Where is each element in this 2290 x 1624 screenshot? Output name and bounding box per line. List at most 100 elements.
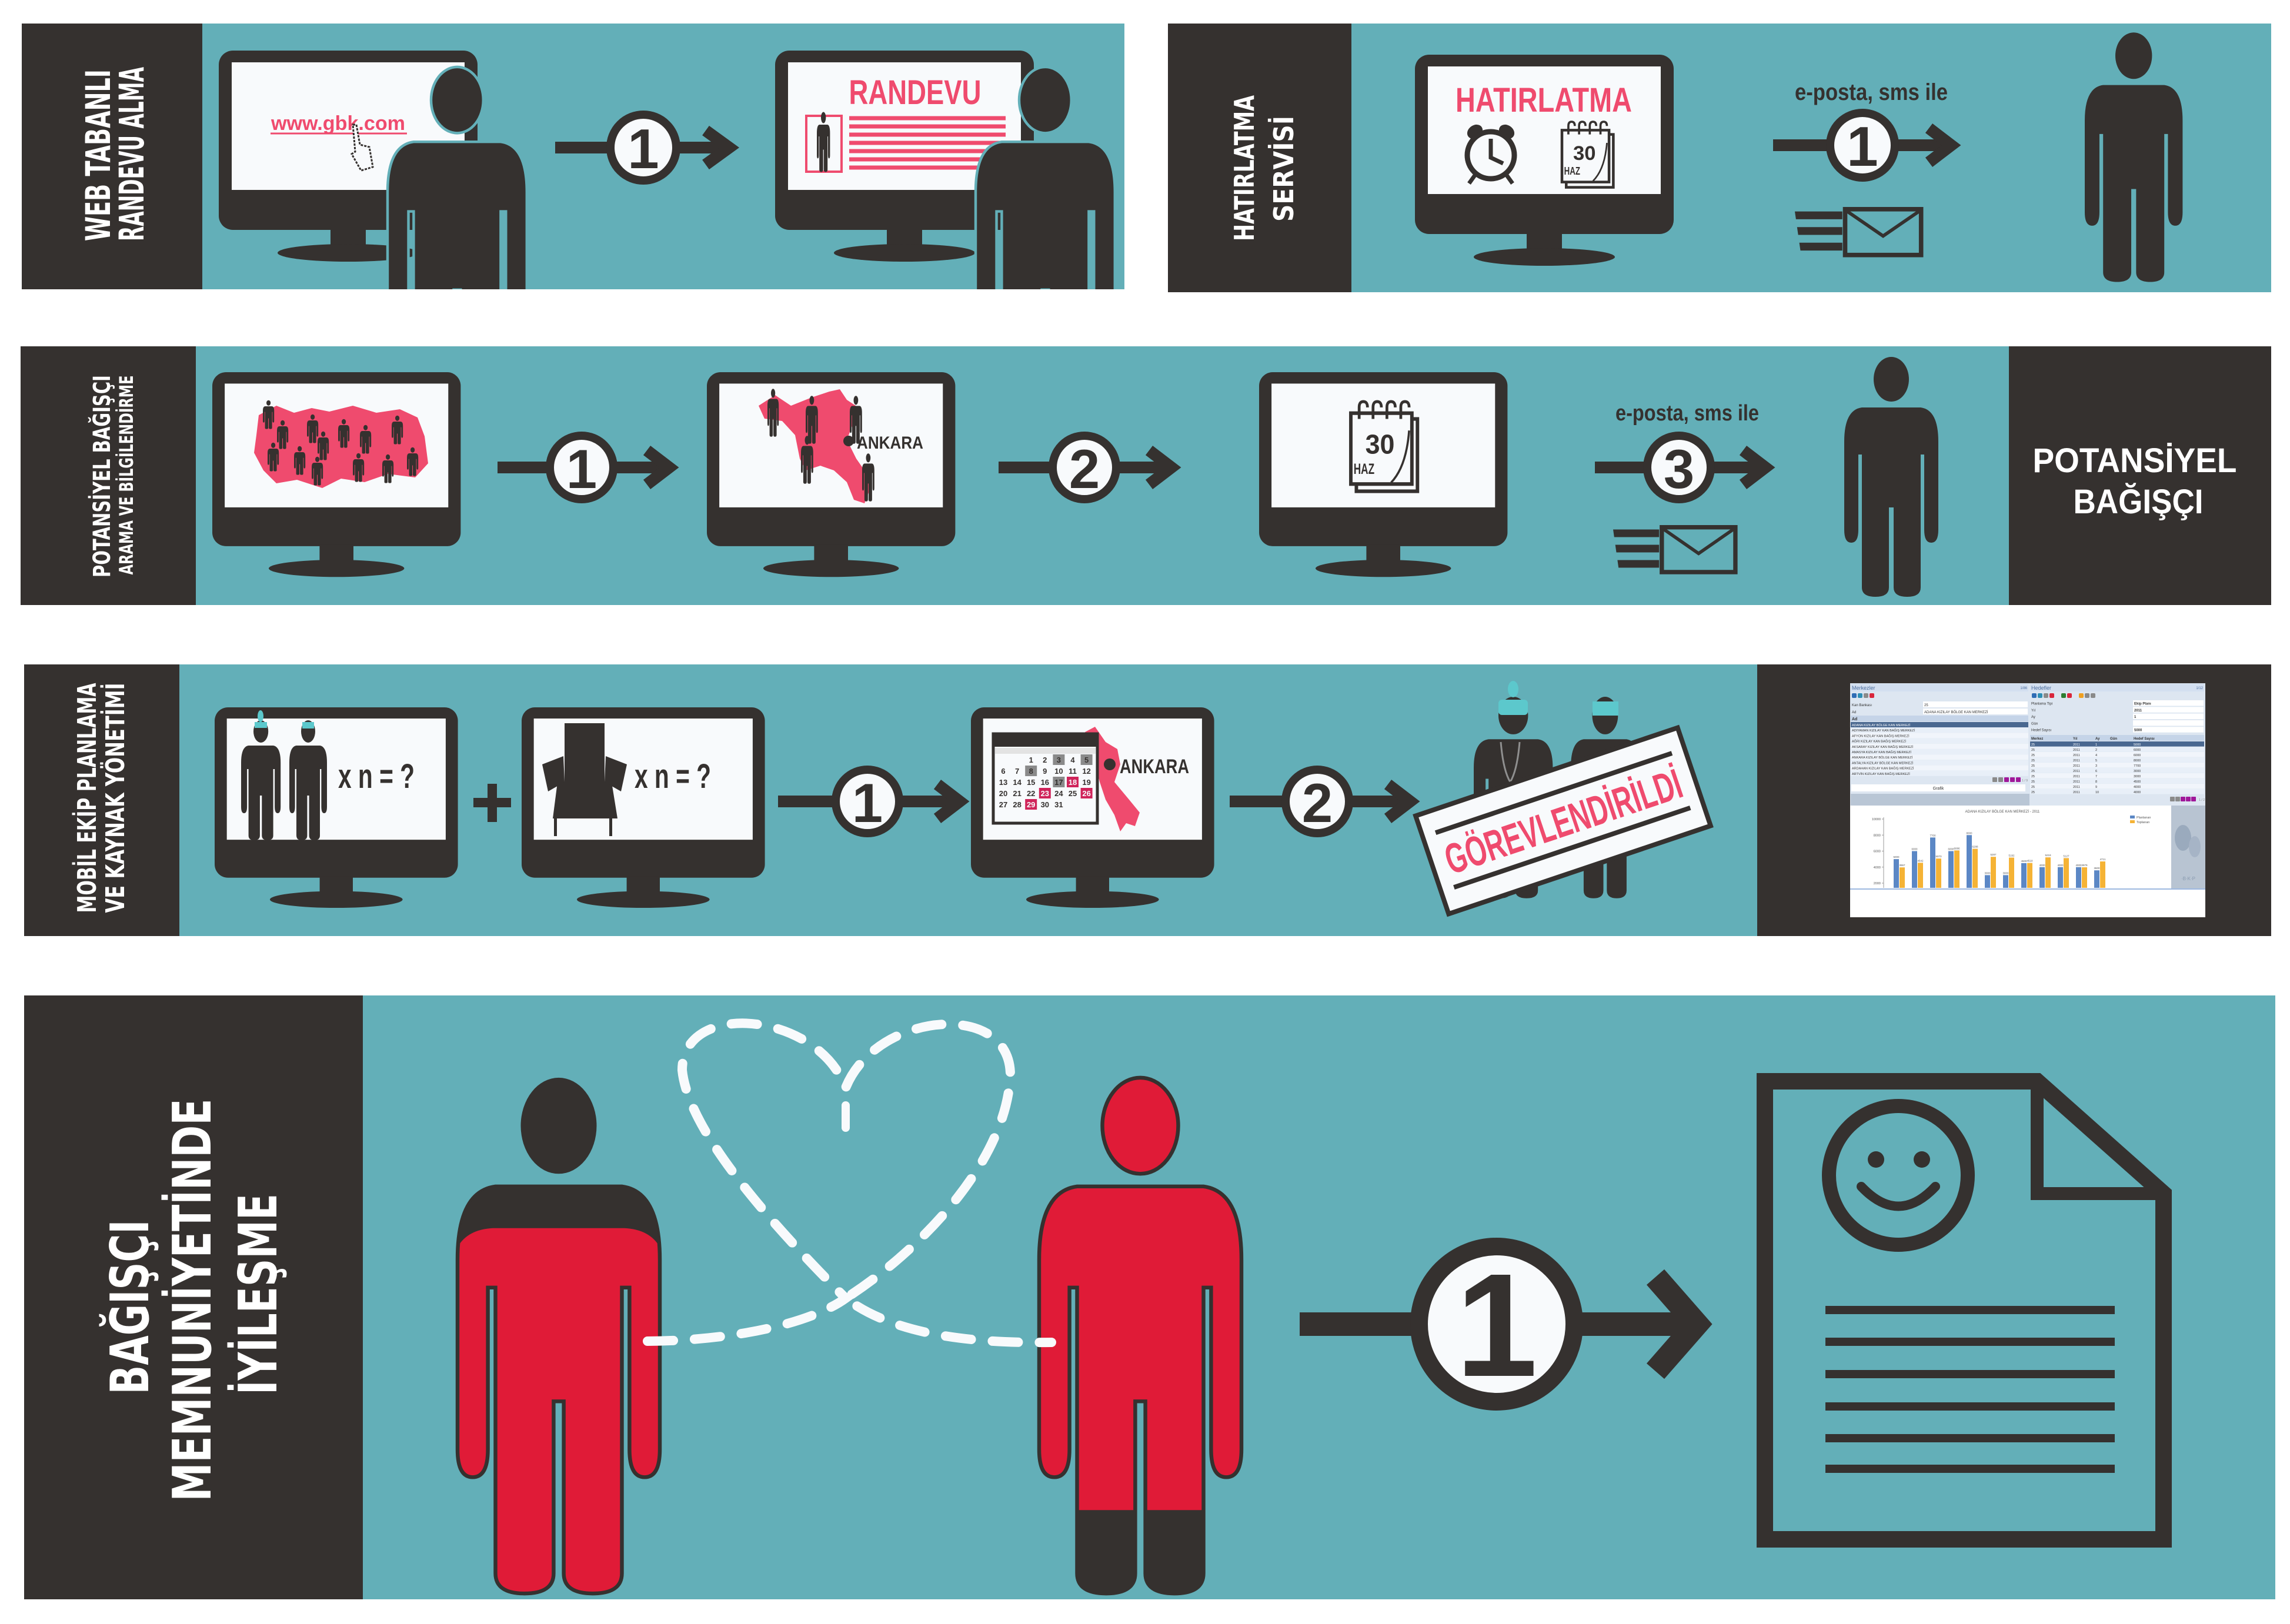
- table-cell: 5000: [2134, 743, 2141, 747]
- table-row[interactable]: [2030, 741, 2204, 747]
- table-cell: 25: [2031, 770, 2035, 773]
- panel-label-block: [1168, 24, 1351, 292]
- y-tick-label: 10000: [1872, 818, 1881, 821]
- field-value: 5000: [2134, 729, 2142, 733]
- table-cell: 1: [2095, 743, 2097, 747]
- panel-label-line: ARAMA VE BİLGİLENDİRME: [115, 376, 138, 575]
- table-row[interactable]: [1851, 727, 2028, 733]
- equipment-count-formula: x n = ?: [635, 757, 711, 796]
- bar-value-label: 7700: [1930, 834, 1936, 837]
- table-row[interactable]: [2030, 768, 2204, 773]
- bar-planned: [2021, 863, 2027, 888]
- table-cell: 2011: [2073, 791, 2080, 794]
- bar-value-label: 3967: [1899, 864, 1905, 867]
- toolbar-button[interactable]: [1870, 693, 1874, 698]
- pager-button[interactable]: [2170, 797, 2175, 801]
- website-url-link[interactable]: www.gbk.com: [271, 112, 405, 135]
- panel-label-line: SERVİSİ: [1268, 116, 1300, 222]
- table-cell: 25: [2031, 759, 2035, 763]
- field-input[interactable]: [1923, 709, 2028, 714]
- toolbar-button[interactable]: [2032, 693, 2037, 698]
- table-row[interactable]: [1851, 760, 2028, 766]
- table-cell: 4: [2095, 754, 2097, 757]
- calendar-day: 22: [1027, 789, 1035, 798]
- calendar-day: 19: [1082, 778, 1090, 787]
- pager-button[interactable]: [2016, 777, 2021, 782]
- toolbar-button[interactable]: [1864, 693, 1868, 698]
- toolbar-button[interactable]: [2044, 693, 2048, 698]
- nurse-cap: [1593, 701, 1618, 716]
- table-row[interactable]: [1851, 738, 2028, 744]
- table-row[interactable]: [1851, 743, 2028, 749]
- calendar-day-highlight: [1039, 788, 1051, 798]
- pager-button[interactable]: [2175, 797, 2180, 801]
- table-row[interactable]: [2030, 747, 2204, 752]
- panel-label-line: İYİLEŞME: [227, 1194, 289, 1395]
- table-row[interactable]: [2030, 784, 2204, 789]
- chart-button[interactable]: [1851, 784, 2025, 791]
- table-row[interactable]: [2030, 757, 2204, 763]
- monitor-ankara-map: ANKARA: [707, 372, 956, 577]
- table-row[interactable]: [1851, 754, 2028, 760]
- region-map: [759, 389, 870, 503]
- toolbar-button[interactable]: [2085, 693, 2089, 698]
- toolbar-button[interactable]: [2079, 693, 2084, 698]
- table-row[interactable]: [2030, 789, 2204, 794]
- table-cell: ANTALYA KIZILAY BÖLGE KAN MERKEZİ: [1852, 761, 1914, 765]
- table-cell: 4000: [2134, 786, 2141, 789]
- table-row[interactable]: [2030, 773, 2204, 778]
- panel-label-line: BAĞIŞÇI: [98, 1220, 161, 1395]
- bar-value-label: 6000: [1948, 848, 1954, 851]
- field-value: 25: [1924, 704, 1928, 707]
- pager-button[interactable]: [1992, 777, 1997, 782]
- table-row[interactable]: [1851, 770, 2028, 776]
- table-row[interactable]: [1851, 722, 2028, 727]
- table-row[interactable]: [1851, 733, 2028, 739]
- panel-label-line: HATIRLATMA: [1229, 95, 1260, 241]
- toolbar-button[interactable]: [2049, 693, 2054, 698]
- bar-value-label: 3000: [2002, 871, 2009, 874]
- toolbar-button[interactable]: [2067, 693, 2072, 698]
- pager-button[interactable]: [2004, 777, 2009, 782]
- field-input[interactable]: [2133, 700, 2204, 706]
- toolbar-button[interactable]: [2061, 693, 2066, 698]
- table-cell: 25: [2031, 775, 2035, 778]
- table-row[interactable]: [1851, 765, 2028, 771]
- toolbar-button[interactable]: [1858, 693, 1862, 698]
- doctor-cap: [255, 722, 267, 728]
- smiley-icon: [1822, 1099, 1975, 1252]
- bar-value-label: 6288: [1972, 846, 1978, 848]
- step-number: 1: [566, 438, 597, 500]
- field-input[interactable]: [2133, 727, 2204, 733]
- pager-button[interactable]: [2191, 797, 2196, 801]
- table-row[interactable]: [1851, 749, 2028, 754]
- field-label: Ay: [2031, 716, 2035, 719]
- panel-label-block: [21, 346, 196, 605]
- field-input[interactable]: [2133, 720, 2204, 726]
- pager-button[interactable]: [2010, 777, 2015, 782]
- bar-value-label: 4711: [2100, 858, 2106, 861]
- field-label: Kan Bankası: [1852, 704, 1872, 707]
- chart-button-label: Grafik: [1933, 787, 1944, 791]
- table-row[interactable]: [2030, 763, 2204, 768]
- field-input[interactable]: [2133, 707, 2204, 713]
- calendar-day: 2: [1043, 756, 1047, 764]
- table-row[interactable]: [2030, 778, 2204, 784]
- logo-mark: [2175, 825, 2191, 851]
- pager-button[interactable]: [1998, 777, 2003, 782]
- panel-label-block: [22, 24, 202, 289]
- channel-label: e-posta, sms ile: [1795, 79, 1948, 105]
- toolbar-button[interactable]: [2091, 693, 2095, 698]
- toolbar-button[interactable]: [2038, 693, 2042, 698]
- calendar-day: 30: [1041, 800, 1049, 809]
- field-input[interactable]: [2133, 713, 2204, 720]
- panel-satisfaction: BAĞIŞÇI MEMNUNİYETİNDE İYİLEŞME 1: [24, 995, 2275, 1599]
- field-input[interactable]: [1923, 701, 2028, 707]
- table-row[interactable]: [2030, 752, 2204, 757]
- pager-button[interactable]: [2186, 797, 2191, 801]
- toolbar-button[interactable]: [1852, 693, 1857, 698]
- table-cell: 25: [2031, 748, 2035, 752]
- pager-button[interactable]: [2181, 797, 2185, 801]
- calendar-day: 28: [1013, 800, 1021, 809]
- bar-collected: [2064, 858, 2069, 888]
